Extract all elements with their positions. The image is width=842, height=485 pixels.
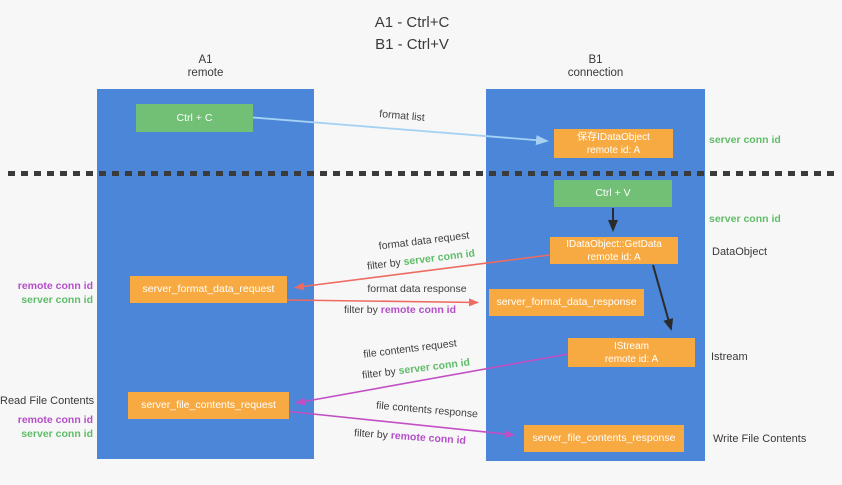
annotation-server-conn-id-top: server conn id	[709, 134, 781, 146]
node-ctrl-c: Ctrl + C	[136, 104, 253, 132]
lane-a1-role: remote	[187, 67, 224, 79]
node-server-format-data-request-label: server_format_data_request	[142, 283, 275, 295]
server-conn-id-label: server conn id	[21, 427, 93, 440]
node-idataobject-getdata: IDataObject::GetData remote id: A	[550, 237, 678, 264]
node-server-format-data-response: server_format_data_response	[489, 289, 644, 316]
filter-by-text: filter by	[366, 256, 405, 273]
lane-b1-name: B1	[588, 54, 603, 66]
annotation-istream: Istream	[711, 351, 748, 363]
annotation-write-file-contents: Write File Contents	[713, 433, 807, 445]
remote-conn-id-label: remote conn id	[17, 280, 93, 292]
lane-header-b1: B1 connection	[486, 54, 705, 80]
arrow-format-data-response	[286, 298, 479, 307]
server-conn-id-text: server conn id	[402, 247, 476, 269]
lane-a1-name: A1	[198, 54, 213, 66]
diagram-title: A1 - Ctrl+C B1 - Ctrl+V	[312, 12, 512, 56]
node-save-idataobject: 保存IDataObject remote id: A	[554, 129, 673, 158]
lane-b1-role: connection	[567, 67, 624, 79]
node-idataobject-getdata-line2: remote id: A	[587, 251, 641, 263]
node-ctrl-v-label: Ctrl + V	[595, 187, 631, 199]
title-line-ctrl-v: B1 - Ctrl+V	[375, 36, 449, 53]
annotation-format-request-conn-ids: remote conn id server conn id	[0, 280, 93, 307]
remote-conn-id-text: remote conn id	[390, 429, 467, 447]
node-save-idataobject-line1: 保存IDataObject	[577, 131, 650, 143]
label-format-list: format list	[378, 108, 426, 124]
node-server-format-data-request: server_format_data_request	[130, 276, 287, 303]
annotation-read-file-contents: Read File Contents	[0, 395, 95, 407]
node-server-file-contents-response: server_file_contents_response	[524, 425, 684, 452]
node-ctrl-c-label: Ctrl + C	[176, 111, 213, 124]
lane-header-a1: A1 remote	[97, 54, 314, 80]
annotation-file-request-conn-ids: remote conn id server conn id	[0, 414, 93, 441]
node-istream: IStream remote id: A	[568, 338, 695, 367]
label-filter-by-remote-conn-id-format: filter by remote conn id	[315, 304, 485, 316]
filter-by-text: filter by	[361, 365, 400, 382]
annotation-dataobject: DataObject	[712, 246, 768, 258]
server-conn-id-text: server conn id	[397, 356, 471, 378]
node-server-format-data-response-label: server_format_data_response	[496, 296, 637, 308]
label-format-data-response: format data response	[367, 283, 467, 295]
remote-conn-id-text: remote conn id	[380, 304, 457, 316]
node-istream-line1: IStream	[613, 340, 649, 352]
remote-conn-id-label: remote conn id	[17, 414, 93, 426]
node-server-file-contents-request-label: server_file_contents_request	[141, 399, 276, 411]
node-istream-line2: remote id: A	[604, 353, 659, 365]
title-line-ctrl-c: A1 - Ctrl+C	[374, 14, 450, 31]
session-divider-dotted-line	[8, 171, 836, 176]
filter-by-text: filter by	[343, 304, 381, 316]
node-ctrl-v: Ctrl + V	[554, 180, 672, 207]
label-filter-by-remote-conn-id-file: filter by remote conn id	[325, 425, 495, 449]
filter-by-text: filter by	[353, 427, 392, 442]
node-save-idataobject-line2: remote id: A	[586, 144, 641, 156]
server-conn-id-label: server conn id	[21, 293, 93, 306]
node-server-file-contents-response-label: server_file_contents_response	[532, 432, 676, 444]
node-server-file-contents-request: server_file_contents_request	[128, 392, 289, 419]
annotation-server-conn-id-mid: server conn id	[709, 213, 781, 225]
node-idataobject-getdata-line1: IDataObject::GetData	[566, 238, 662, 250]
